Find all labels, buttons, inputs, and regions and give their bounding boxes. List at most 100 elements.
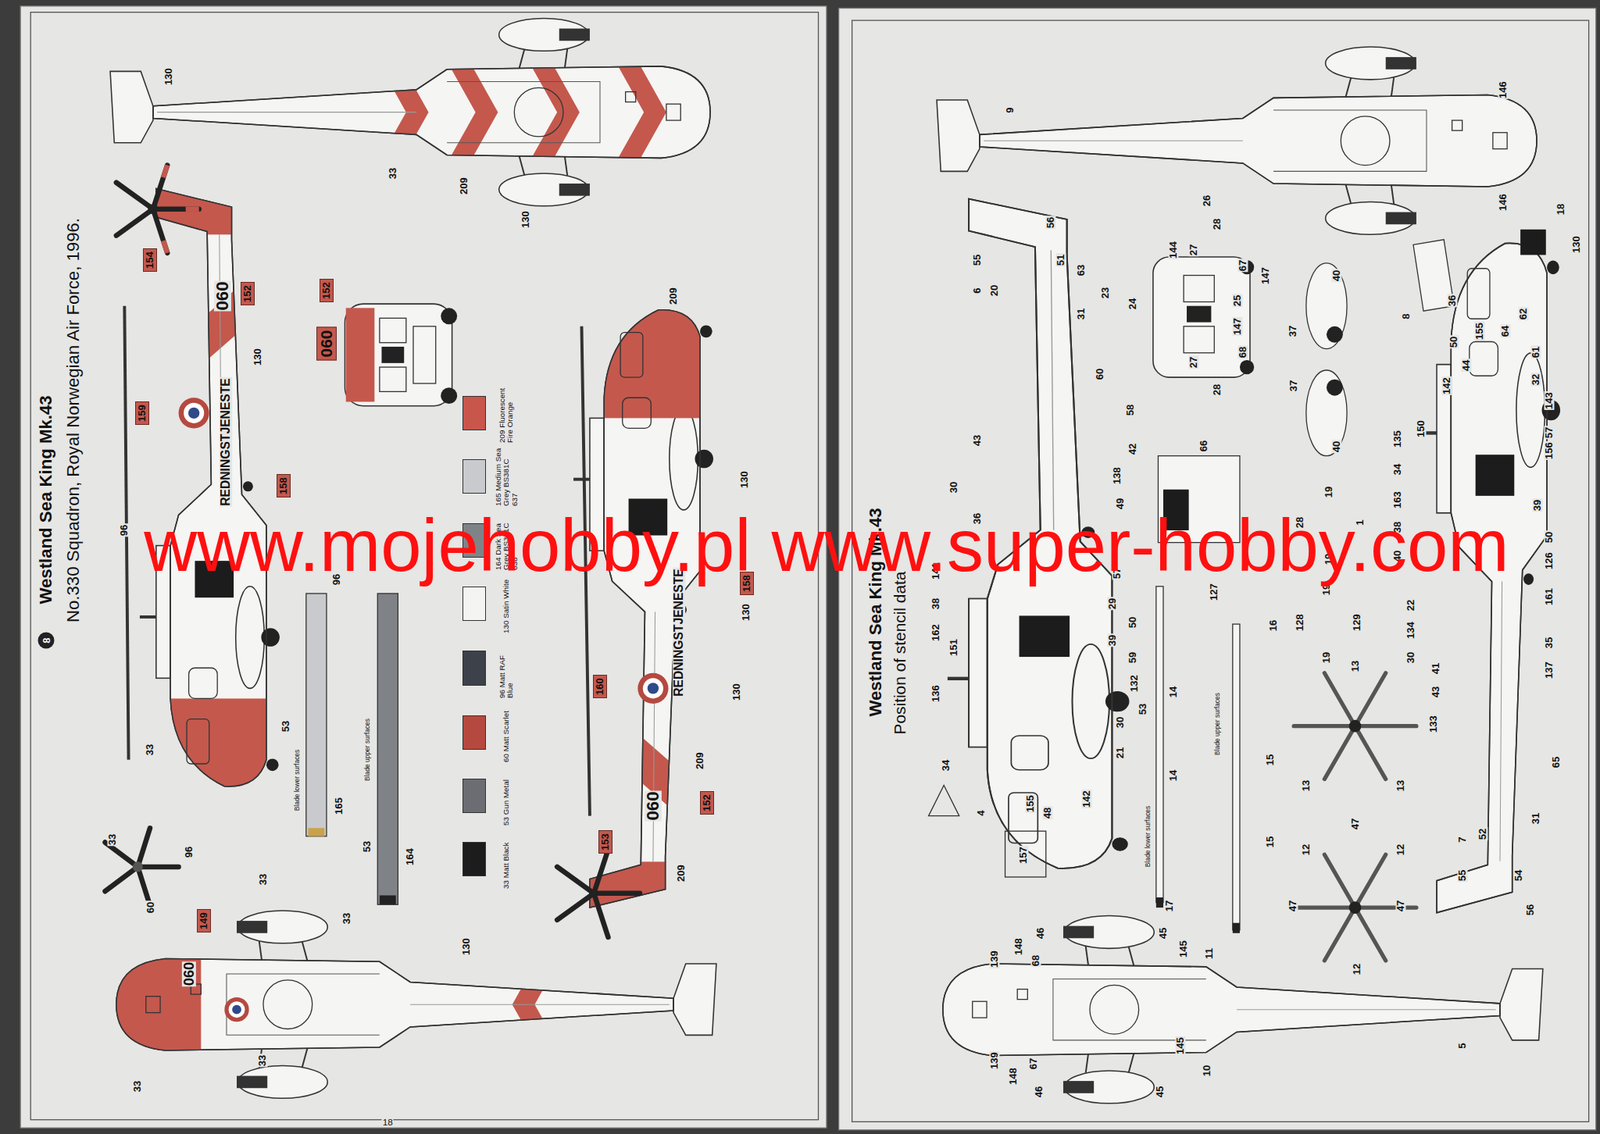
callout-number: 47 — [1287, 900, 1298, 914]
callout-number: 53 — [280, 720, 291, 734]
colour-swatch — [462, 715, 486, 750]
callout-number: 4 — [976, 809, 987, 817]
callout-number: 59 — [1127, 651, 1138, 665]
callout-number: 24 — [1127, 297, 1138, 311]
callout-number: 43 — [1430, 685, 1441, 699]
callout-number: 56 — [1525, 903, 1536, 918]
callout-number: 31 — [1530, 811, 1541, 825]
callout-number: 134 — [1406, 621, 1417, 640]
callout-number: 150 — [1416, 419, 1427, 439]
callout-number: 6 — [972, 287, 983, 295]
callout-number: 58 — [1125, 403, 1136, 418]
legend-text: 33 Matt Black — [502, 829, 511, 890]
page-number: 18 — [382, 1117, 394, 1128]
callout-number: 57 — [1112, 567, 1123, 581]
callout-number: 32 — [1530, 373, 1541, 387]
callout-number: 20 — [989, 284, 1000, 298]
callout-number: 31 — [1076, 307, 1087, 322]
callout-number: 52 — [1477, 828, 1488, 842]
callout-number: 96 — [183, 845, 194, 859]
callout-number: 25 — [1232, 294, 1243, 308]
callout-number: 11 — [1203, 947, 1215, 961]
callout-number: 37 — [1289, 378, 1300, 393]
callout-number: 141 — [930, 562, 941, 582]
callout-number: 96 — [331, 573, 342, 587]
subtitle: Position of stencil data — [892, 570, 909, 736]
callout-number: 130 — [731, 682, 742, 702]
blade-note: Blade lower surfaces — [1144, 805, 1151, 869]
colour-swatch — [462, 459, 486, 494]
callout-number: 46 — [1035, 927, 1047, 941]
callout-number: 36 — [1446, 294, 1458, 308]
callout-number: 30 — [1406, 651, 1417, 665]
callout-number: 18 — [1556, 202, 1567, 216]
callout-number: 126 — [1543, 551, 1554, 571]
callout-number: 12 — [1396, 843, 1407, 858]
callout-number: 15 — [1265, 835, 1276, 849]
callout-number: 30 — [949, 481, 960, 495]
legend-text: 164 Dark Sea Grey BS381C 638 — [493, 510, 518, 571]
callout-number: 15 — [1265, 753, 1276, 768]
callout-number: 142 — [1442, 376, 1453, 396]
callout-number: 19 — [1321, 651, 1332, 665]
callout-number: 163 — [1392, 490, 1404, 510]
callout-number: 165 — [333, 796, 344, 816]
callout-number: 148 — [1007, 1067, 1018, 1086]
callout-number: 62 — [1518, 307, 1529, 322]
decal-number-box: 152 — [700, 791, 715, 815]
callout-number: 60 — [1094, 367, 1105, 382]
callout-number: 136 — [930, 684, 941, 704]
colour-swatch — [462, 586, 486, 622]
decal-number-box: 160 — [592, 675, 608, 699]
callout-number: 50 — [1127, 615, 1138, 629]
callout-number: 5 — [1457, 1042, 1468, 1050]
callout-number: 38 — [1392, 521, 1404, 535]
legend-text: 96 Matt RAF Blue — [498, 639, 515, 699]
callout-number: 146 — [1497, 80, 1508, 100]
decal-number: 8 — [40, 638, 51, 644]
callout-number: 65 — [1550, 755, 1561, 769]
decal-number: 154 — [144, 251, 155, 269]
page-title: Westland Sea King Mk.43 — [867, 507, 885, 718]
decal-number: 158 — [278, 477, 290, 495]
callout-number: 40 — [1331, 440, 1342, 454]
callout-number: 209 — [668, 286, 679, 306]
callout-number: 128 — [1294, 613, 1305, 633]
callout-number: 145 — [1175, 1036, 1186, 1056]
callout-number: 130 — [253, 347, 264, 367]
callout-number: 36 — [972, 511, 983, 525]
callout-number: 14 — [1168, 768, 1179, 783]
callout-number: 23 — [1100, 286, 1111, 300]
callout-number: 130 — [520, 210, 531, 229]
callout-number: 142 — [1081, 789, 1092, 809]
callout-number: 40 — [1331, 268, 1342, 283]
decal-number: 060 — [318, 330, 336, 358]
callout-number: 29 — [1107, 597, 1118, 611]
callout-number: 209 — [676, 864, 687, 883]
callout-number: 54 — [1513, 868, 1524, 883]
callout-number: 139 — [989, 950, 1000, 969]
decal-number-box: 152 — [319, 278, 334, 303]
callout-number: 135 — [1392, 429, 1404, 449]
callout-number: 130 — [460, 937, 472, 957]
callout-number: 57 — [1543, 426, 1554, 440]
callout-number: 26 — [1202, 194, 1213, 208]
callout-number: 68 — [1237, 345, 1248, 359]
decal-number-box: 159 — [135, 401, 150, 425]
decal-number: 152 — [242, 285, 254, 303]
legend-text: 209 Fluorescent Fire Orange — [498, 383, 515, 443]
callout-number: 155 — [1474, 322, 1485, 342]
note-text: REDNINGSTJENESTE — [219, 377, 233, 508]
callout-number: 34 — [940, 758, 951, 772]
callout-number: 137 — [1543, 660, 1554, 680]
callout-number: 51 — [1056, 253, 1067, 268]
callout-number: 50 — [1543, 531, 1554, 545]
callout-number: 145 — [1178, 939, 1190, 959]
callout-number: 146 — [1497, 192, 1508, 212]
legend-text: 60 Matt Scarlet — [502, 703, 511, 763]
callout-number: 133 — [1428, 714, 1440, 734]
callout-number: 50 — [1449, 335, 1460, 349]
callout-number: 164 — [405, 847, 416, 867]
callout-number: 147 — [1260, 266, 1271, 286]
